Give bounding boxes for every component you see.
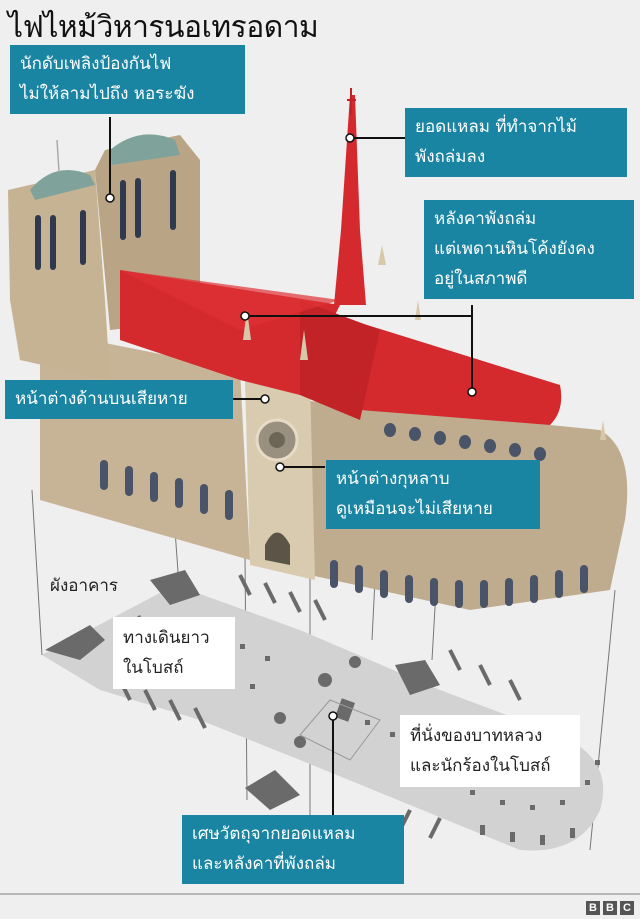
label-nave-line2: ในโบสถ์ [123, 658, 184, 678]
callout-rose-window-line2: ดูเหมือนจะไม่เสียหาย [336, 499, 493, 519]
callout-towers: นักดับเพลิงป้องกันไฟ ไม่ให้ลามไปถึง หอระ… [10, 45, 245, 114]
label-choir-line1: ที่นั่งของบาทหลวง [410, 726, 543, 746]
callout-debris-line2: และหลังคาที่พังถล่ม [192, 854, 336, 874]
label-nave-line1: ทางเดินยาว [123, 628, 210, 648]
bbc-logo-c: C [620, 901, 634, 915]
footer-divider [0, 893, 640, 895]
callout-rose-window: หน้าต่างกุหลาบ ดูเหมือนจะไม่เสียหาย [326, 460, 540, 529]
callout-roof-line1: หลังคาพังถล่ม [434, 209, 537, 229]
callout-spire-line1: ยอดแหลม ที่ทำจากไม้ [415, 117, 577, 137]
bbc-logo-b1: B [586, 901, 600, 915]
callout-towers-line1: นักดับเพลิงป้องกันไฟ [20, 54, 172, 74]
leader-dots [105, 133, 477, 721]
label-choir: ที่นั่งของบาทหลวง และนักร้องในโบสถ์ [400, 715, 580, 787]
callout-rose-window-line1: หน้าต่างกุหลาบ [336, 469, 450, 489]
callout-roof-line2: แต่เพดานหินโค้งยังคง [434, 239, 595, 259]
callout-debris: เศษวัตถุจากยอดแหลม และหลังคาที่พังถล่ม [182, 815, 404, 884]
callout-towers-line2: ไม่ให้ลามไปถึง หอระฆัง [20, 84, 195, 104]
callout-upper-windows: หน้าต่างด้านบนเสียหาย [5, 380, 233, 419]
callout-roof-line3: อยู่ในสภาพดี [434, 269, 528, 289]
label-nave: ทางเดินยาว ในโบสถ์ [113, 617, 235, 689]
callout-spire-line2: พังถล่มลง [415, 147, 486, 167]
callout-spire: ยอดแหลม ที่ทำจากไม้ พังถล่มลง [405, 108, 627, 177]
callout-debris-line1: เศษวัตถุจากยอดแหลม [192, 824, 356, 844]
bbc-logo-b2: B [603, 901, 617, 915]
label-choir-line2: และนักร้องในโบสถ์ [410, 756, 551, 776]
floor-plan [42, 570, 604, 851]
page-title: ไฟไหม้วิหารนอเทรอดาม [8, 10, 319, 45]
callout-roof: หลังคาพังถล่ม แต่เพดานหินโค้งยังคง อยู่ใ… [424, 200, 634, 299]
bbc-logo: B B C [586, 901, 634, 915]
floorplan-heading: ผังอาคาร [50, 576, 119, 596]
callout-upper-windows-line1: หน้าต่างด้านบนเสียหาย [15, 389, 188, 409]
leader-lines [109, 117, 473, 815]
